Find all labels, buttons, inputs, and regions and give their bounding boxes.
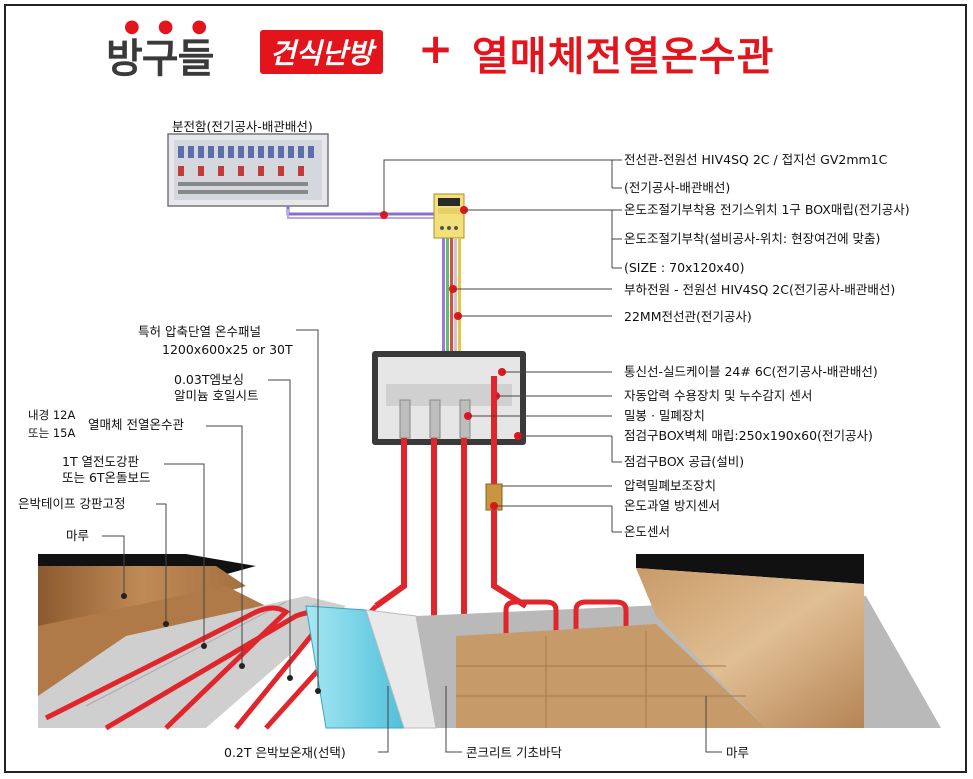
label-pipe-name: 열매체 전열온수관 xyxy=(88,417,184,432)
headline: 열매체전열온수관 xyxy=(472,34,775,80)
label-floor-left: 마루 xyxy=(66,528,90,543)
label-thermostat: 온도조절기부착(설비공사-위치: 현장여건에 맞춤) xyxy=(624,231,881,246)
label-plate-2: 또는 6T온돌보드 xyxy=(62,470,151,485)
label-size: (SIZE : 70x120x40) xyxy=(624,260,745,275)
dry-heating-badge: 건식난방 xyxy=(260,30,384,74)
label-load-power: 부하전원 - 전원선 HIV4SQ 2C(전기공사-배관배선) xyxy=(624,282,896,297)
panel-wire-2 xyxy=(287,209,444,219)
label-seal: 밀봉 · 밀폐장치 xyxy=(624,408,705,423)
label-pressure-sensor: 자동압력 수용장치 및 누수감지 센서 xyxy=(624,388,813,403)
title-bar: ●●● 방구들 건식난방 + 열매체전열온수관 xyxy=(6,16,965,82)
thermostat-box xyxy=(433,193,468,239)
right-wood-floor xyxy=(456,554,864,728)
right-leaders xyxy=(383,159,622,533)
brand-text: 방구들 xyxy=(106,36,214,82)
panel-wire xyxy=(286,206,444,216)
label-pressure-aux: 압력밀폐보조장치 xyxy=(624,478,717,493)
plus-sign: + xyxy=(418,24,454,73)
label-power-conduit: 전선관-전원선 HIV4SQ 2C / 접지선 GV2mm1C xyxy=(624,152,888,167)
label-pipe-size-1: 내경 12A xyxy=(28,408,76,422)
inspection-box xyxy=(372,351,526,445)
cable-bundle xyxy=(442,238,462,354)
label-box-embed: 점검구BOX벽체 매립:250x190x60(전기공사) xyxy=(624,428,873,443)
label-panel-size: 1200x600x25 or 30T xyxy=(162,342,293,357)
right-pipe-loops xyxy=(503,599,629,636)
label-comm-cable: 통신선-실드케이블 24# 6C(전기공사-배관배선) xyxy=(624,364,878,379)
label-plate-1: 1T 열전도강판 xyxy=(62,454,140,469)
left-leaders xyxy=(102,329,722,753)
label-pipe-size-2: 또는 15A xyxy=(28,426,76,440)
panel-label: 분전함(전기공사-배관배선) xyxy=(172,119,313,134)
label-concrete: 콘크리트 기초바닥 xyxy=(466,745,562,760)
label-electrical-work: (전기공사-배관배선) xyxy=(624,180,731,195)
label-insulation-panel: 특허 압축단열 온수패널 xyxy=(138,324,261,339)
label-foil-1: 0.03T엠보싱 xyxy=(174,372,244,387)
label-box-supply: 점검구BOX 공급(설비) xyxy=(624,454,745,469)
label-temp-sensor: 온도센서 xyxy=(624,524,671,539)
label-floor-right: 마루 xyxy=(726,745,750,760)
installation-diagram xyxy=(38,133,941,753)
label-switch-box: 온도조절기부착용 전기스위치 1구 BOX매립(전기공사) xyxy=(624,202,910,217)
label-overheat-sensor: 온도과열 방지센서 xyxy=(624,498,720,513)
brand-logo: ●●● 방구들 xyxy=(106,16,214,84)
label-foil-tape: 은박테이프 강판고정 xyxy=(18,496,126,511)
brand-dots-icon: ●●● xyxy=(124,16,226,37)
label-foil-insulation: 0.2T 은박보온재(선택) xyxy=(224,745,346,760)
label-foil-2: 알미늄 호일시트 xyxy=(174,388,259,403)
diagram-frame: ●●● 방구들 건식난방 + 열매체전열온수관 xyxy=(4,4,967,773)
distribution-panel xyxy=(167,133,329,207)
label-22mm-conduit: 22MM전선관(전기공사) xyxy=(624,309,752,324)
leader-dots xyxy=(121,593,321,694)
